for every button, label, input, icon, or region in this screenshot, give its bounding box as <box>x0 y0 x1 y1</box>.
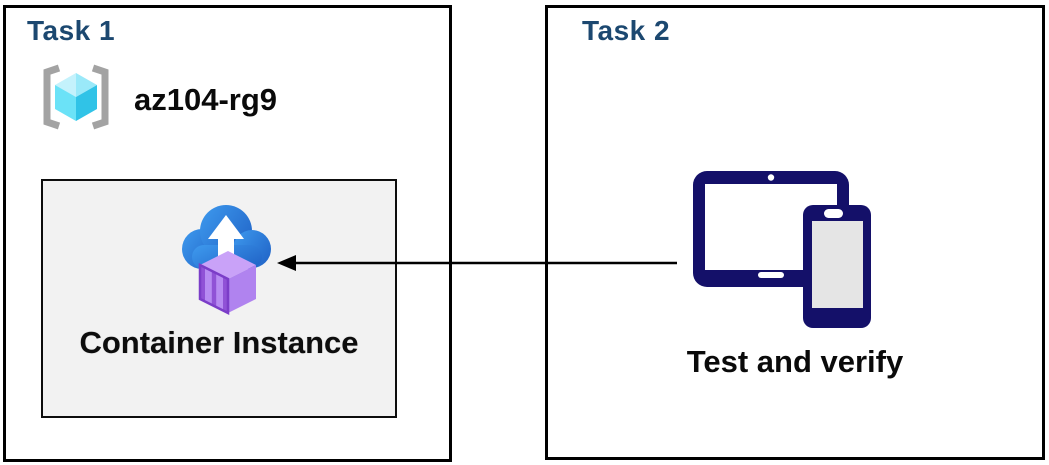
devices-icon <box>688 163 878 333</box>
task1-box: Task 1 az104-rg9 <box>3 5 452 462</box>
test-and-verify-label: Test and verify <box>686 344 904 379</box>
resource-group-icon <box>36 63 116 136</box>
task2-title: Task 2 <box>582 15 671 46</box>
container-instance-icon <box>178 199 274 321</box>
task2-box: Task 2 Test and verify <box>545 5 1045 460</box>
task1-title: Task 1 <box>27 15 116 46</box>
resource-group-row: az104-rg9 <box>36 63 277 136</box>
container-instance-label: Container Instance <box>79 325 359 360</box>
resource-group-name: az104-rg9 <box>134 81 278 117</box>
container-instance-box: Container Instance <box>41 179 397 418</box>
